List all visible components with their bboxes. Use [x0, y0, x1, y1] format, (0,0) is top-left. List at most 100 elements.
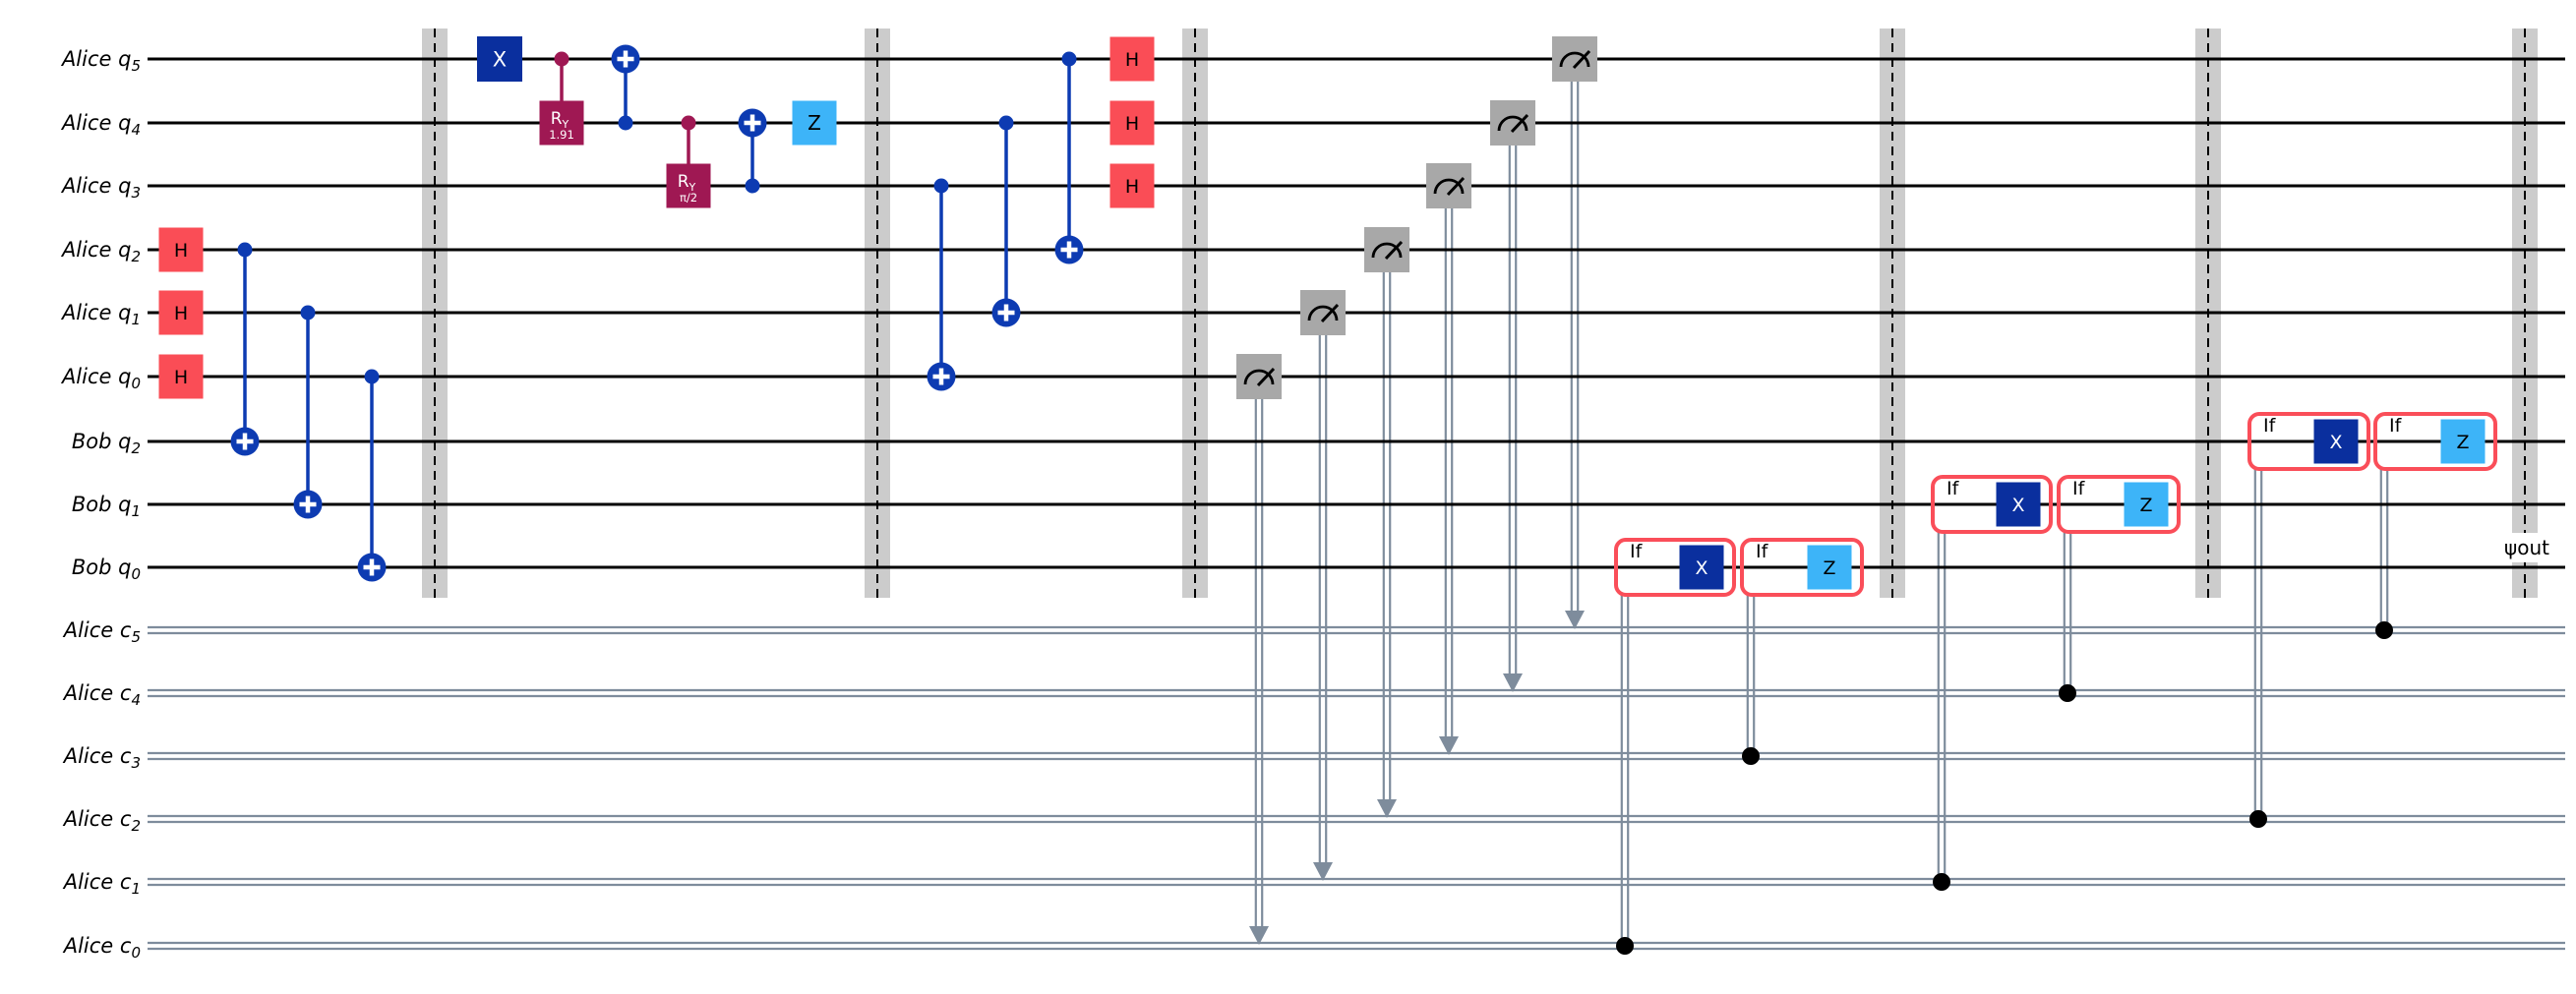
wire-label-alice-c3: Alice c3	[62, 744, 141, 772]
measure-gate-2	[1364, 227, 1409, 272]
measure-needle-icon	[1446, 176, 1466, 197]
h-label: H	[174, 367, 188, 388]
h-label: H	[1125, 49, 1139, 71]
wire-label-alice-q5: Alice q5	[60, 47, 141, 75]
conditional-dot-2	[1933, 873, 1950, 891]
z-gate-0: Z	[792, 100, 837, 146]
if-box-outline	[2373, 412, 2497, 471]
x-box	[477, 36, 522, 82]
measure-gate-5	[1552, 36, 1597, 82]
h-gate-5: H	[1109, 163, 1155, 208]
wire-label-alice-c0: Alice c0	[62, 934, 141, 962]
if-label: If	[2263, 415, 2277, 437]
if-box-outline	[1614, 538, 1736, 597]
if-gate-label: Z	[1823, 557, 1835, 579]
cry-gate-0: RY1.91	[539, 51, 584, 146]
wire-label-alice-q1: Alice q1	[60, 301, 141, 328]
h-box	[1109, 163, 1155, 208]
cry-label: RY	[551, 109, 569, 131]
measure-arrow-icon-0	[1249, 926, 1269, 945]
h-label: H	[174, 303, 188, 324]
if-label: If	[2072, 478, 2086, 499]
h-box	[158, 227, 204, 272]
if-x-box	[2313, 419, 2359, 464]
measure-arrow-icon-2	[1377, 799, 1397, 818]
h-gate-2: H	[158, 354, 204, 399]
cry-box	[666, 163, 711, 208]
conditional-dot-4	[2249, 810, 2267, 828]
conditional-gate-1: IfZ	[1740, 538, 1864, 597]
if-gate-label: X	[1695, 557, 1707, 579]
measure-box	[1364, 227, 1409, 272]
measure-gate-4	[1490, 100, 1535, 146]
measure-arrow-icon-1	[1313, 862, 1333, 881]
measure-arc-icon	[1371, 242, 1403, 259]
conditional-gate-0: IfX	[1614, 538, 1736, 597]
h-box	[158, 354, 204, 399]
h-label: H	[174, 240, 188, 262]
cry-box	[539, 100, 584, 146]
if-gate-label: X	[2011, 495, 2024, 516]
cry-label: RY	[678, 172, 696, 194]
layer-classical	[148, 625, 2565, 951]
conditional-dot-3	[2059, 684, 2076, 702]
if-box-outline	[2247, 412, 2370, 471]
measure-box	[1426, 163, 1471, 208]
cnot-control-dot	[745, 178, 760, 194]
cnot-control-dot	[1061, 51, 1077, 67]
if-x-box	[1679, 545, 1724, 590]
measure-arc-icon	[1307, 305, 1339, 322]
conditional-dot-0	[1616, 937, 1634, 955]
x-label: X	[493, 48, 507, 72]
if-z-box	[2124, 482, 2169, 527]
wire-label-alice-q0: Alice q0	[60, 365, 141, 392]
cnot-control-dot	[998, 115, 1014, 131]
conditional-gate-3: IfZ	[2057, 475, 2181, 534]
if-box-outline	[1740, 538, 1864, 597]
cnot-gate-2	[357, 369, 387, 582]
measure-needle-icon	[1384, 240, 1404, 261]
cry-param: π/2	[680, 191, 697, 205]
measure-box	[1490, 100, 1535, 146]
wire-label-alice-c5: Alice c5	[62, 618, 141, 646]
if-gate-label: Z	[2456, 432, 2469, 453]
measure-arrow-icon-3	[1439, 736, 1459, 755]
measure-arc-icon	[1433, 178, 1465, 195]
measure-needle-icon	[1320, 303, 1340, 323]
wire-label-alice-c4: Alice c4	[62, 681, 141, 709]
cnot-control-dot	[933, 178, 949, 194]
h-gate-3: H	[1109, 36, 1155, 82]
h-label: H	[1125, 176, 1139, 198]
measure-gate-3	[1426, 163, 1471, 208]
if-label: If	[2389, 415, 2403, 437]
cnot-control-dot	[237, 242, 253, 258]
cnot-gate-5	[927, 178, 956, 391]
h-gate-1: H	[158, 290, 204, 335]
wire-label-alice-q4: Alice q4	[60, 111, 141, 139]
measure-gate-1	[1300, 290, 1346, 335]
if-x-box	[1996, 482, 2041, 527]
conditional-dot-5	[2375, 621, 2393, 639]
conditional-dot-1	[1742, 747, 1760, 765]
conditional-gate-4: IfX	[2247, 412, 2370, 471]
conditional-gate-5: IfZ	[2373, 412, 2497, 471]
measure-arrow-icon-4	[1503, 673, 1523, 692]
cnot-control-dot	[618, 115, 633, 131]
wire-label-bob-q2: Bob q2	[72, 430, 141, 457]
h-gate-4: H	[1109, 100, 1155, 146]
wire-label-alice-q2: Alice q2	[60, 238, 141, 265]
x-gate-0: X	[477, 36, 522, 82]
if-label: If	[1947, 478, 1960, 499]
cry-param: 1.91	[549, 128, 574, 142]
layer-marks	[1249, 611, 2393, 955]
cnot-gate-6	[991, 115, 1021, 327]
cry-control-dot	[554, 51, 569, 67]
measure-box	[1552, 36, 1597, 82]
if-box-outline	[2057, 475, 2181, 534]
cnot-gate-1	[293, 305, 323, 519]
